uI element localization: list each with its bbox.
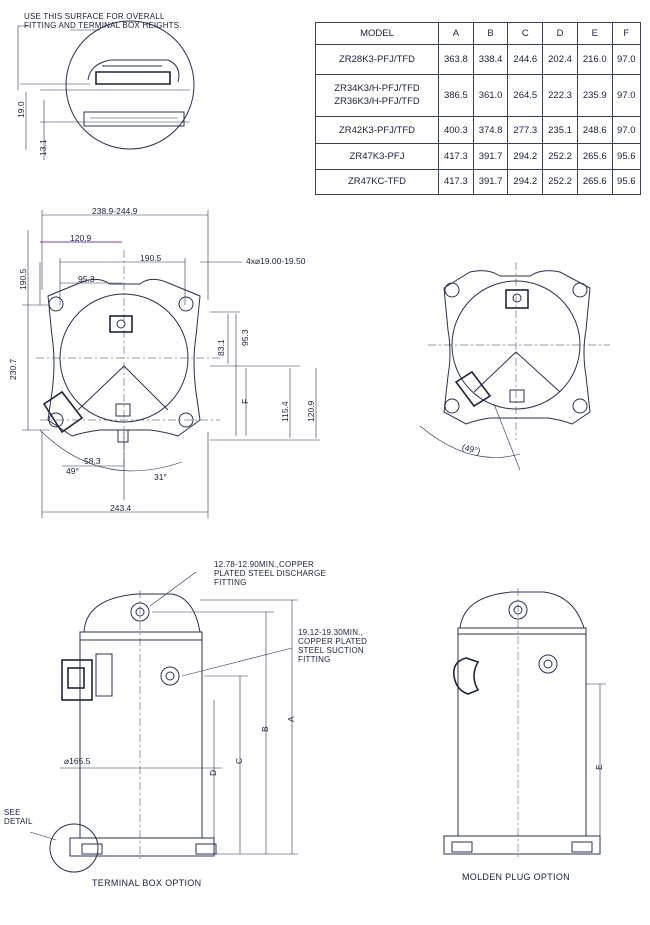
cell-d: 222.3	[542, 73, 578, 117]
header-model: MODEL	[315, 21, 439, 46]
hole-spec: 4x⌀19.00-19.50	[246, 256, 306, 266]
see-detail-note: SEE DETAIL	[4, 808, 33, 826]
detail-dim-2: 13.1	[38, 139, 48, 156]
cell-c: 294.2	[507, 143, 544, 170]
dim-b: B	[260, 726, 270, 732]
cell-a: 400.3	[438, 115, 474, 145]
discharge-note: 12.78-12.90MIN.,COPPER PLATED STEEL DISC…	[214, 560, 326, 587]
cell-d: 252.2	[542, 143, 578, 170]
cell-model: ZR42K3-PFJ/TFD	[315, 115, 439, 145]
cell-f: 95.6	[611, 143, 642, 170]
dim-left-230-7: 230.7	[8, 358, 18, 380]
dim-f: F	[240, 398, 250, 404]
table-row: ZR42K3-PFJ/TFD 400.3 374.8 277.3 235.1 2…	[315, 115, 642, 145]
cell-a: 417.3	[438, 168, 474, 196]
cell-b: 391.7	[472, 143, 509, 170]
header-e: E	[576, 21, 613, 46]
cell-d: 252.2	[542, 168, 578, 196]
dim-243-4: 243.4	[110, 503, 132, 513]
cell-e: 216.0	[576, 44, 613, 75]
dim-a: A	[286, 716, 296, 722]
cell-a: 363.8	[438, 44, 474, 75]
dim-95-3: 95.3	[78, 274, 95, 284]
dim-c: C	[234, 757, 244, 764]
detail-note: USE THIS SURFACE FOR OVERALL FITTING AND…	[24, 12, 182, 30]
cell-a: 386.5	[438, 73, 474, 117]
header-b: B	[472, 21, 509, 46]
cell-model: ZR34K3/H-PFJ/TFD ZR36K3/H-PFJ/TFD	[315, 73, 439, 117]
cell-c: 244.6	[507, 44, 544, 75]
cell-c: 294.2	[507, 168, 544, 196]
cell-b: 391.7	[472, 168, 509, 196]
cell-f: 95.6	[611, 168, 642, 196]
dim-115-4: 115.4	[280, 401, 290, 422]
table-header-row: MODEL A B C D E F	[315, 21, 642, 46]
small-base-view	[419, 262, 610, 471]
elevation-view	[29, 571, 298, 873]
cell-model: ZR47K3-PFJ	[315, 143, 439, 170]
molden-plug-caption: MOLDEN PLUG OPTION	[462, 872, 570, 882]
cell-model: ZR28K3-PFJ/TFD	[315, 44, 439, 75]
cell-e: 248.6	[576, 115, 613, 145]
cell-c: 277.3	[507, 115, 544, 145]
header-a: A	[438, 21, 474, 46]
base-view	[22, 210, 320, 518]
dim-e: E	[594, 764, 604, 770]
header-c: C	[507, 21, 544, 46]
dim-120-9: 120.9	[70, 233, 92, 243]
cell-e: 265.6	[576, 168, 613, 196]
cell-d: 202.4	[542, 44, 578, 75]
detail-dim-1: 19.0	[16, 101, 26, 118]
cell-a: 417.3	[438, 143, 474, 170]
header-f: F	[611, 21, 642, 46]
cell-model: ZR47KC-TFD	[315, 168, 439, 196]
dim-58-3: 58.3	[84, 456, 101, 466]
detail-circle	[17, 20, 195, 160]
dim-190-5: 190.5	[140, 253, 162, 263]
cell-b: 338.4	[472, 44, 509, 75]
cell-f: 97.0	[611, 44, 642, 75]
table-row: ZR34K3/H-PFJ/TFD ZR36K3/H-PFJ/TFD 386.5 …	[315, 73, 642, 117]
angle-31: 31°	[154, 472, 167, 482]
terminal-box-caption: TERMINAL BOX OPTION	[92, 878, 202, 888]
cell-f: 97.0	[611, 115, 642, 145]
diameter-label: ⌀165.5	[64, 756, 91, 766]
table-row: ZR28K3-PFJ/TFD 363.8 338.4 244.6 202.4 2…	[315, 44, 642, 75]
cell-d: 235.1	[542, 115, 578, 145]
dim-left-190-5: 190.5	[18, 268, 28, 290]
dim-95-3-v: 95.3	[240, 329, 250, 346]
cell-c: 264.5	[507, 73, 544, 117]
model-dimension-table: MODEL A B C D E F ZR28K3-PFJ/TFD 363.8 3…	[315, 21, 642, 196]
dim-d: D	[208, 769, 218, 776]
header-d: D	[542, 21, 578, 46]
cell-b: 361.0	[472, 73, 509, 117]
cell-b: 374.8	[472, 115, 509, 145]
cell-f: 97.0	[611, 73, 642, 117]
dim-83-1: 83.1	[216, 339, 226, 356]
angle-49: 49°	[66, 466, 79, 476]
cell-e: 265.6	[576, 143, 613, 170]
table-row: ZR47K3-PFJ 417.3 391.7 294.2 252.2 265.6…	[315, 143, 642, 170]
dim-120-9-v: 120.9	[306, 400, 316, 422]
dim-width-overall: 238.9-244.9	[92, 206, 138, 216]
molden-plug-view	[443, 588, 606, 858]
table-row: ZR47KC-TFD 417.3 391.7 294.2 252.2 265.6…	[315, 168, 642, 196]
suction-note: 19.12-19.30MIN., COPPER PLATED STEEL SUC…	[298, 628, 368, 664]
cell-e: 235.9	[576, 73, 613, 117]
